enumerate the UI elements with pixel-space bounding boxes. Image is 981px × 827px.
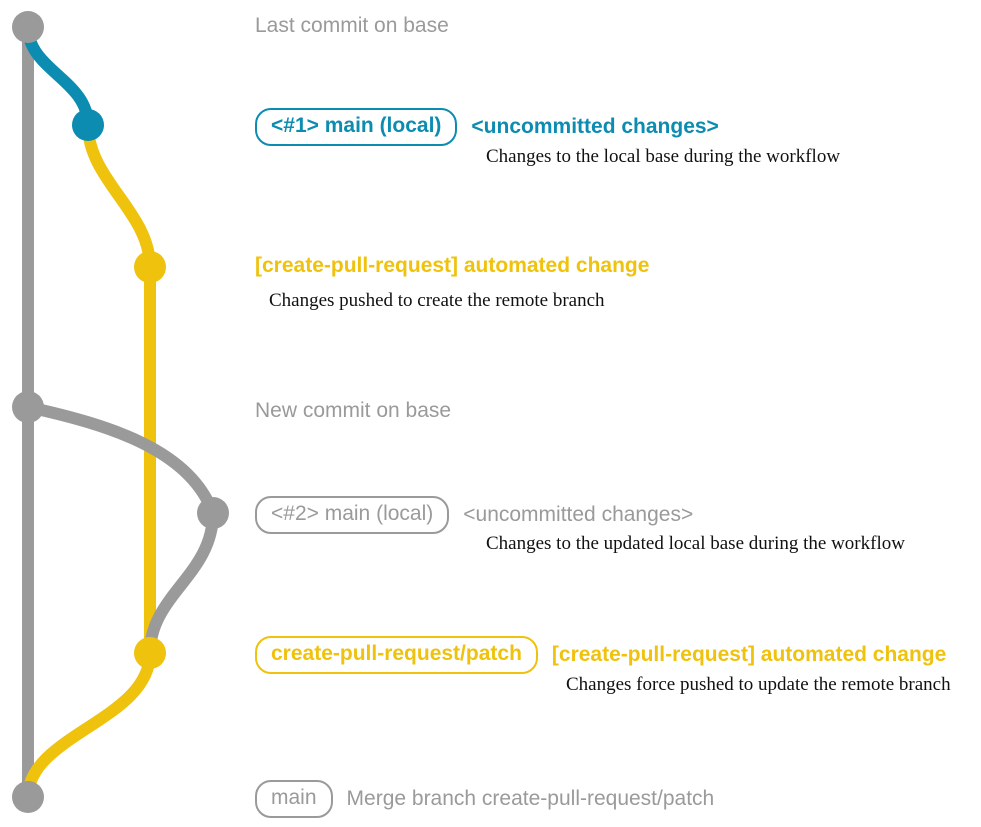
entry-local-main-1: <#1> main (local) <uncommitted changes>	[255, 108, 719, 147]
edge-local2-to-remote2	[144, 507, 219, 659]
entry-last-commit-on-base: Last commit on base	[255, 13, 449, 38]
entry-subtext-local-main-1: Changes to the local base during the wor…	[486, 146, 841, 167]
entry-headline: Merge branch create-pull-request/patch	[346, 787, 715, 811]
commit-node-last-base	[12, 11, 44, 43]
entry-headline: Last commit on base	[255, 14, 449, 37]
branch-badge-local-main-2[interactable]: <#2> main (local)	[255, 496, 450, 535]
entry-automated-change-2: create-pull-request/patch [create-pull-r…	[255, 636, 947, 675]
entry-new-commit-on-base: New commit on base	[255, 398, 451, 423]
entry-automated-change-1: [create-pull-request] automated change	[255, 253, 649, 278]
commit-node-automated-2	[134, 637, 166, 669]
branch-badge-create-pull-request-patch[interactable]: create-pull-request/patch	[255, 636, 538, 675]
entry-subtext-automated-change-2: Changes force pushed to update the remot…	[566, 674, 951, 695]
entry-headline: <uncommitted changes>	[463, 503, 694, 527]
entry-headline: [create-pull-request] automated change	[255, 254, 650, 277]
entry-headline: [create-pull-request] automated change	[551, 643, 947, 667]
entry-local-main-2: <#2> main (local) <uncommitted changes>	[255, 496, 694, 535]
branch-badge-local-main-1[interactable]: <#1> main (local)	[255, 108, 458, 147]
edge-remote2-to-merge	[22, 647, 156, 803]
entry-merge-commit: main Merge branch create-pull-request/pa…	[255, 780, 715, 819]
commit-node-merge	[12, 781, 44, 813]
commit-node-automated-1	[134, 251, 166, 283]
entry-subtext-automated-change-1: Changes pushed to create the remote bran…	[269, 290, 605, 311]
edge-local1-to-remote1	[82, 119, 156, 273]
branch-badge-main[interactable]: main	[255, 780, 333, 819]
commit-node-new-base	[12, 391, 44, 423]
edge-base2-to-local2	[22, 401, 219, 519]
entry-headline: <uncommitted changes>	[471, 115, 719, 139]
commit-node-local-main-2	[197, 497, 229, 529]
entry-subtext-local-main-2: Changes to the updated local base during…	[486, 533, 905, 554]
entry-headline: New commit on base	[255, 399, 452, 422]
edge-base-to-local1	[22, 21, 94, 131]
commit-node-local-main-1	[72, 109, 104, 141]
